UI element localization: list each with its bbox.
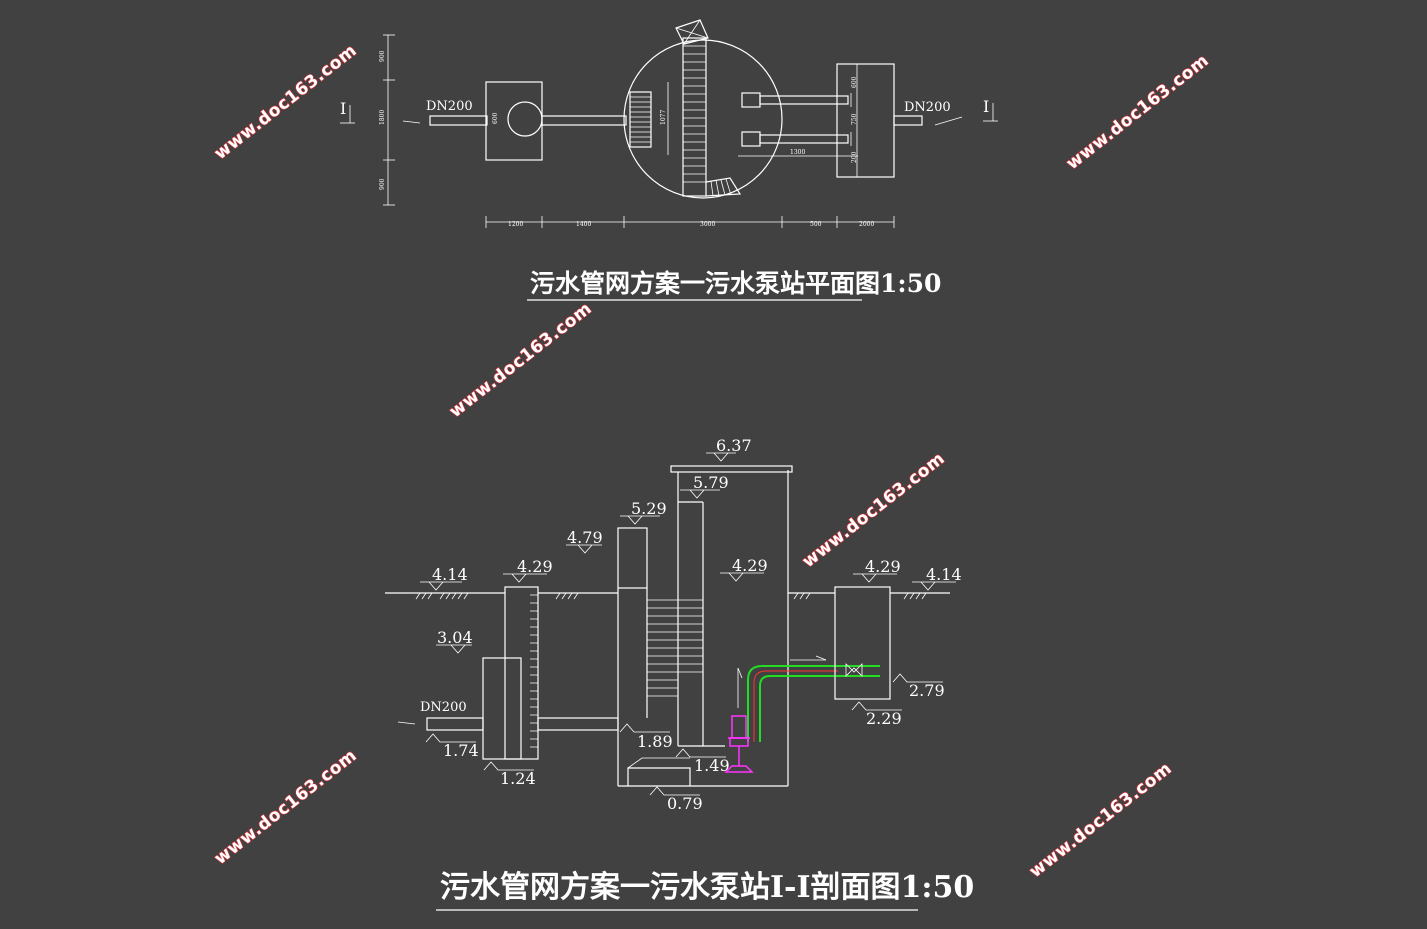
svg-text:1.49: 1.49	[694, 756, 730, 775]
level-4-29-outlet: 4.29	[853, 557, 901, 583]
dim-discharge: 1300	[790, 149, 805, 156]
plan-manhole-circle	[507, 101, 543, 137]
section-mark-left: Ⅰ	[340, 99, 355, 124]
level-5-29: 5.29	[620, 499, 667, 525]
plan-outlet-chamber	[836, 63, 895, 178]
plan-outlet-pipe-label: DN200	[904, 100, 951, 115]
plan-left-dimension: 900 1800 900	[379, 34, 395, 206]
level-4-14-right: 4.14	[912, 565, 962, 591]
section-mark-label-left: Ⅰ	[340, 99, 346, 118]
svg-text:1.89: 1.89	[637, 732, 673, 751]
svg-text:4.79: 4.79	[567, 528, 603, 547]
svg-text:2.29: 2.29	[866, 709, 902, 728]
level-5-79: 5.79	[680, 473, 729, 499]
svg-text:1.24: 1.24	[500, 769, 536, 788]
plan-screen	[629, 91, 652, 148]
svg-text:5.79: 5.79	[693, 473, 729, 492]
section-outlet-chamber	[834, 586, 891, 700]
svg-text:3.04: 3.04	[437, 628, 473, 647]
watermark-1: www.doc163.com	[211, 41, 361, 164]
plan-connecting-pipe	[541, 115, 627, 126]
plan-outlet-pipe	[893, 115, 923, 126]
dim-bottom-1: 1200	[508, 221, 523, 228]
plan-inlet-pipe	[429, 115, 488, 126]
dim-bottom-4: 500	[810, 221, 822, 228]
dim-left-2: 1800	[379, 110, 386, 125]
section-stairs	[647, 599, 703, 697]
level-1-24: 1.24	[483, 761, 536, 788]
dim-outlet-1: 600	[851, 76, 858, 88]
watermark-6: www.doc163.com	[1026, 759, 1176, 882]
svg-text:2.79: 2.79	[909, 681, 945, 700]
plan-ladder	[682, 37, 707, 197]
dim-left-1: 900	[379, 50, 386, 62]
elevation-markers: 6.37 5.79 5.29 4.79 4.29 4.29 4.29 4.14 …	[420, 436, 962, 813]
level-6-37: 6.37	[706, 436, 752, 462]
section-connecting-pipe	[537, 717, 619, 731]
dim-chamber: 600	[492, 112, 499, 124]
level-0-79: 0.79	[649, 786, 703, 813]
plan-wet-well	[623, 39, 783, 199]
level-4-79: 4.79	[566, 528, 603, 554]
svg-text:0.79: 0.79	[667, 794, 703, 813]
plan-bottom-dimension: 1200 1400 3000 500 2000	[485, 216, 895, 228]
plan-view: 900 1800 900 Ⅰ Ⅰ DN200 600	[340, 19, 998, 301]
svg-text:4.29: 4.29	[865, 557, 901, 576]
svg-text:4.29: 4.29	[732, 556, 768, 575]
plan-title: 污水管网方案一污水泵站平面图1:50	[530, 269, 941, 298]
svg-text:1.74: 1.74	[443, 741, 479, 760]
watermark-3: www.doc163.com	[446, 299, 596, 422]
section-mark-right: Ⅰ	[983, 97, 998, 122]
level-4-29-inlet: 4.29	[503, 557, 553, 583]
section-inlet-pipe-label: DN200	[420, 700, 467, 715]
svg-text:5.29: 5.29	[631, 499, 667, 518]
dim-bottom-2: 1400	[576, 221, 591, 228]
level-1-74: 1.74	[425, 733, 479, 760]
submersible-pump	[724, 715, 754, 773]
plan-top-hatch	[675, 19, 709, 45]
svg-text:4.29: 4.29	[517, 557, 553, 576]
section-view: DN200	[385, 436, 974, 911]
section-mark-label-right: Ⅰ	[983, 97, 989, 116]
watermark-4: www.doc163.com	[799, 449, 949, 572]
level-1-89: 1.89	[619, 723, 673, 751]
section-title: 污水管网方案一污水泵站Ⅰ-Ⅰ剖面图1:50	[440, 870, 974, 905]
dim-screen: 1077	[660, 110, 667, 125]
dim-outlet-2: 750	[851, 113, 858, 125]
level-1-49: 1.49	[675, 748, 730, 775]
section-inlet-pipe	[426, 717, 484, 731]
svg-text:4.14: 4.14	[926, 565, 962, 584]
section-inlet-chamber	[482, 586, 539, 760]
level-2-29: 2.29	[851, 701, 902, 728]
plan-bottom-stairs	[705, 177, 742, 197]
watermark-5: www.doc163.com	[211, 746, 361, 869]
section-discharge-pipe	[737, 655, 838, 742]
level-4-14-left: 4.14	[420, 565, 468, 591]
dim-bottom-3: 3000	[700, 221, 715, 228]
dim-outlet-3: 200	[851, 151, 858, 163]
watermark-2: www.doc163.com	[1063, 51, 1213, 174]
level-4-29-well: 4.29	[720, 556, 768, 582]
ground-line	[385, 592, 950, 600]
svg-text:4.14: 4.14	[432, 565, 468, 584]
dim-bottom-5: 2000	[859, 221, 874, 228]
level-2-79: 2.79	[892, 673, 945, 700]
plan-discharge-pipes: 1300	[738, 92, 858, 157]
dim-left-3: 900	[379, 178, 386, 190]
plan-inlet-pipe-label: DN200	[426, 99, 473, 114]
svg-text:6.37: 6.37	[716, 436, 752, 455]
level-3-04: 3.04	[436, 628, 473, 654]
